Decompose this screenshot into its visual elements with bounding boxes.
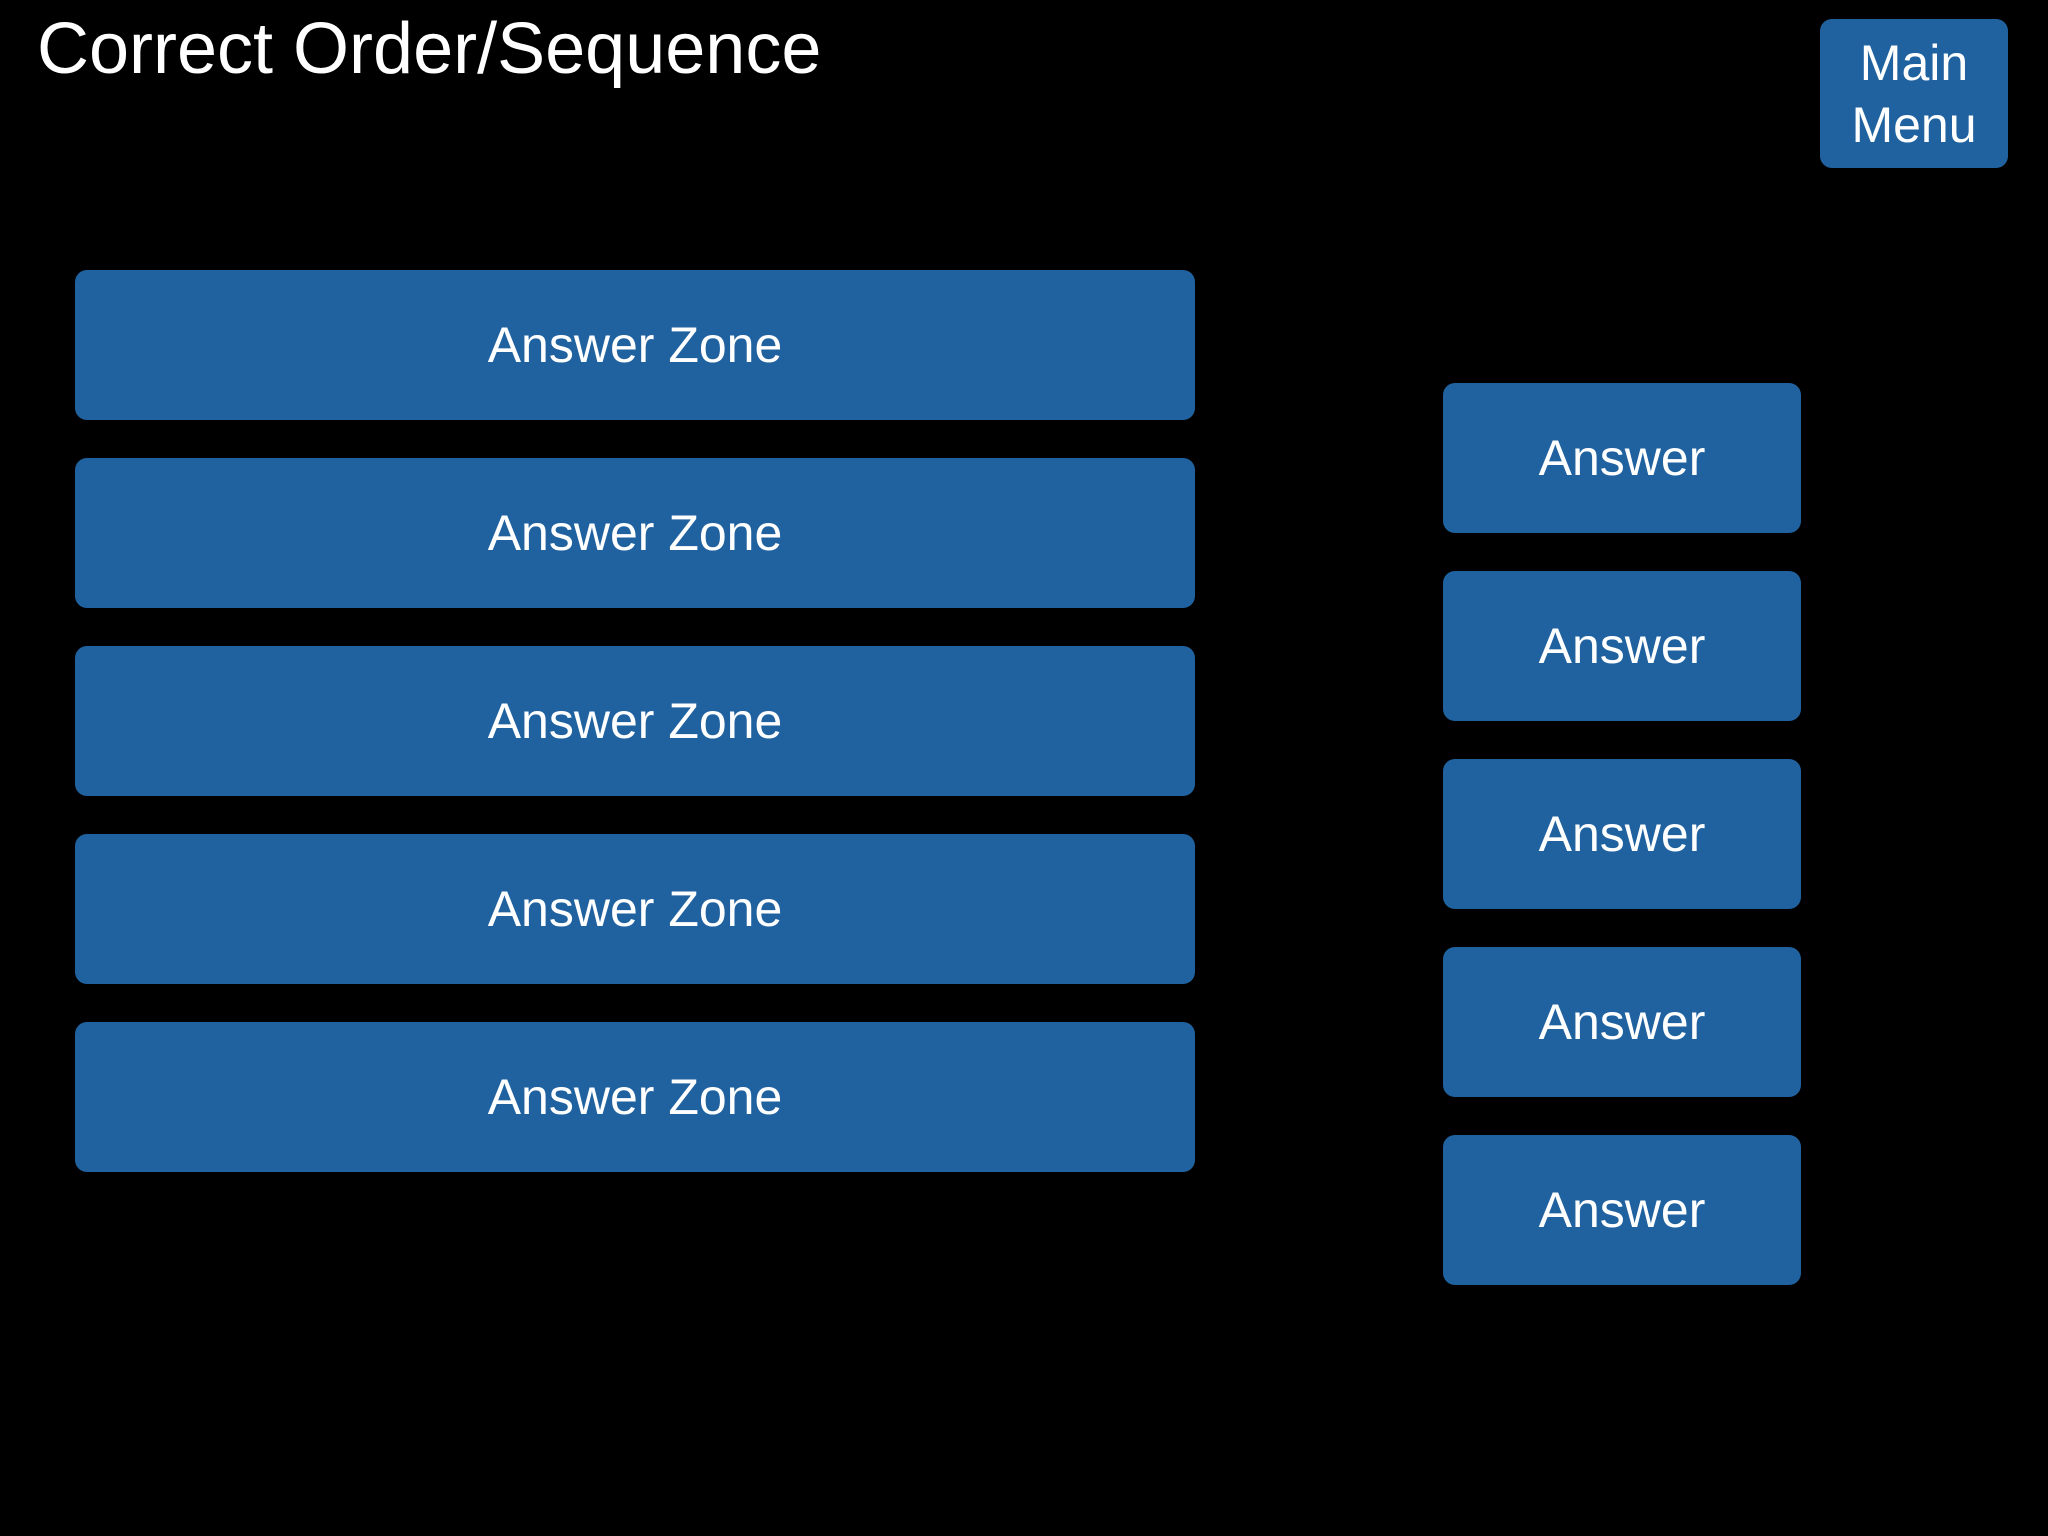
answer-zone-4[interactable]: Answer Zone bbox=[75, 834, 1195, 984]
answer-tile-4[interactable]: Answer bbox=[1443, 947, 1801, 1097]
main-menu-button[interactable]: Main Menu bbox=[1820, 19, 2008, 168]
answer-zone-label: Answer Zone bbox=[487, 693, 783, 749]
answer-tile-3[interactable]: Answer bbox=[1443, 759, 1801, 909]
answer-label: Answer bbox=[1538, 806, 1706, 862]
answer-zone-1[interactable]: Answer Zone bbox=[75, 270, 1195, 420]
page-title: Correct Order/Sequence bbox=[37, 9, 822, 89]
answer-zone-label: Answer Zone bbox=[487, 505, 783, 561]
answer-label: Answer bbox=[1538, 994, 1706, 1050]
answer-tile-2[interactable]: Answer bbox=[1443, 571, 1801, 721]
answer-label: Answer bbox=[1538, 618, 1706, 674]
answer-zone-3[interactable]: Answer Zone bbox=[75, 646, 1195, 796]
answer-zone-5[interactable]: Answer Zone bbox=[75, 1022, 1195, 1172]
answer-zone-label: Answer Zone bbox=[487, 317, 783, 373]
answer-tile-1[interactable]: Answer bbox=[1443, 383, 1801, 533]
answer-zone-label: Answer Zone bbox=[487, 1069, 783, 1125]
main-menu-label-line1: Main bbox=[1859, 34, 1969, 91]
answer-tile-5[interactable]: Answer bbox=[1443, 1135, 1801, 1285]
main-menu-label-line2: Menu bbox=[1851, 96, 1977, 153]
answer-zone-label: Answer Zone bbox=[487, 881, 783, 937]
answer-zone-2[interactable]: Answer Zone bbox=[75, 458, 1195, 608]
answer-label: Answer bbox=[1538, 1182, 1706, 1238]
main-menu-label: Main Menu bbox=[1851, 32, 1976, 156]
answer-label: Answer bbox=[1538, 430, 1706, 486]
